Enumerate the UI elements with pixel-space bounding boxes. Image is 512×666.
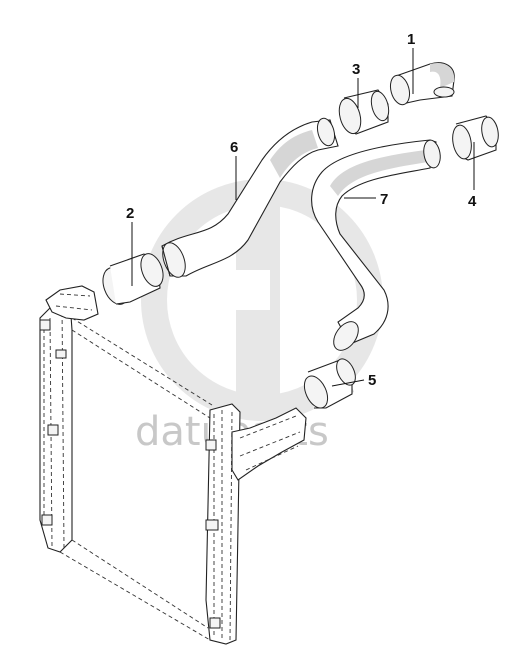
part-5-coupler (303, 358, 356, 409)
callout-1: 1 (407, 31, 415, 48)
callout-4: 4 (468, 193, 477, 210)
part-6-pipe (161, 117, 339, 278)
part-1-elbow (389, 62, 455, 106)
intercooler-core (39, 285, 307, 645)
callout-7: 7 (380, 191, 388, 208)
leader-5 (331, 379, 365, 387)
part-4-coupler (452, 115, 499, 161)
part-7-pipe (311, 139, 441, 351)
callout-6: 6 (230, 139, 238, 156)
callout-leaders (131, 48, 475, 387)
part-3-coupler (338, 89, 390, 135)
part-2-sleeve (102, 253, 164, 305)
callout-3: 3 (352, 61, 360, 78)
callout-2: 2 (126, 205, 134, 222)
callout-5: 5 (368, 372, 376, 389)
